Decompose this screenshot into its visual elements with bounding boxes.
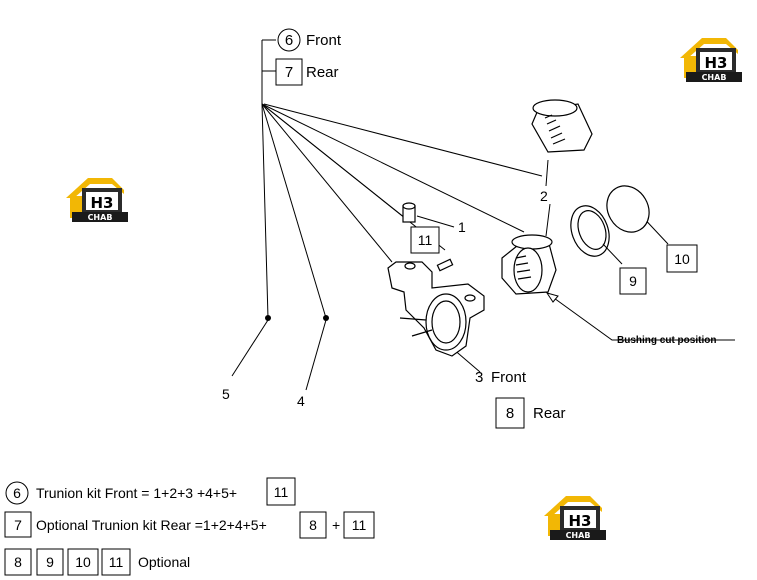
legend-row2-box1 bbox=[299, 511, 327, 539]
callout-10-box bbox=[666, 244, 698, 273]
callout-9: 9 bbox=[629, 273, 637, 289]
callout-1: 1 bbox=[458, 219, 466, 235]
legend-row3-box-3-num: 10 bbox=[75, 554, 91, 570]
leader-lines bbox=[231, 39, 735, 391]
seal-ring-part-9 bbox=[570, 205, 610, 257]
callout-11: 11 bbox=[418, 232, 433, 248]
legend-row3-box-3 bbox=[67, 548, 99, 576]
legend-row1-box bbox=[266, 477, 296, 506]
bushing-cut-arrow bbox=[545, 292, 559, 303]
bushing-cut-note: Bushing cut position bbox=[617, 335, 716, 346]
legend-row1-text: Trunion kit Front = 1+2+3 +4+5+ bbox=[36, 485, 237, 501]
callout-8-label: Rear bbox=[533, 405, 566, 422]
trunion-housing-part-3 bbox=[387, 261, 485, 357]
callout-3-label: Front bbox=[491, 369, 527, 386]
legend-row3-box-2-num: 9 bbox=[46, 554, 54, 570]
bushing-part-2-lower bbox=[501, 234, 557, 295]
legend-row3-box-4 bbox=[101, 548, 131, 576]
svg-text:H3: H3 bbox=[91, 194, 114, 212]
legend-row3-box-1 bbox=[4, 548, 32, 576]
svg-text:H3: H3 bbox=[705, 54, 728, 72]
legend-row1-circle bbox=[5, 481, 29, 505]
callout-6-circle bbox=[277, 28, 301, 52]
legend-row1-box-num: 11 bbox=[274, 484, 289, 500]
legend-row2-plus: + bbox=[332, 517, 340, 533]
callout-7-box bbox=[275, 58, 303, 86]
callout-3: 3 bbox=[475, 369, 483, 386]
svg-text:H3: H3 bbox=[569, 512, 592, 530]
legend-row2-box1-num: 8 bbox=[309, 517, 317, 533]
legend-row2-num: 7 bbox=[14, 517, 22, 533]
callout-8-box bbox=[495, 397, 525, 429]
legend-row3-text: Optional bbox=[138, 554, 190, 570]
legend-row3-box-4-num: 11 bbox=[109, 554, 124, 570]
brand-logo-left: H3 CHAB bbox=[66, 178, 128, 222]
callout-5: 5 bbox=[222, 386, 230, 402]
nut-part-5 bbox=[265, 315, 271, 321]
callout-9-box bbox=[619, 267, 647, 295]
cover-disc-part-10 bbox=[606, 185, 650, 233]
callout-7: 7 bbox=[285, 64, 293, 81]
callout-11-box bbox=[410, 226, 440, 254]
svg-text:CHAB: CHAB bbox=[566, 531, 591, 540]
grease-nipple-part-1 bbox=[402, 202, 416, 223]
bushing-part-2-upper bbox=[531, 99, 593, 153]
callout-4: 4 bbox=[297, 393, 305, 409]
svg-text:CHAB: CHAB bbox=[88, 213, 113, 222]
legend-row3-box-1-num: 8 bbox=[14, 554, 22, 570]
legend-row2-numbox bbox=[4, 511, 32, 538]
callout-7-label: Rear bbox=[306, 64, 339, 81]
callout-8: 8 bbox=[506, 405, 514, 422]
callout-6: 6 bbox=[285, 32, 293, 49]
legend-row2-box2 bbox=[343, 511, 375, 539]
legend-row1-num: 6 bbox=[13, 485, 21, 501]
callout-6-label: Front bbox=[306, 32, 342, 49]
svg-text:CHAB: CHAB bbox=[702, 73, 727, 82]
nut-part-4 bbox=[323, 315, 329, 321]
legend-row2-box2-num: 11 bbox=[352, 517, 367, 533]
callout-2: 2 bbox=[540, 188, 548, 204]
bolt-part-11 bbox=[436, 258, 454, 272]
legend-row2-text: Optional Trunion kit Rear =1+2+4+5+ bbox=[36, 517, 267, 533]
callout-10: 10 bbox=[674, 251, 690, 267]
brand-logo-bottom-right: H3 CHAB bbox=[544, 496, 606, 540]
legend-row3-box-2 bbox=[36, 548, 64, 576]
brand-logo-top-right: H3 CHAB bbox=[680, 38, 742, 82]
